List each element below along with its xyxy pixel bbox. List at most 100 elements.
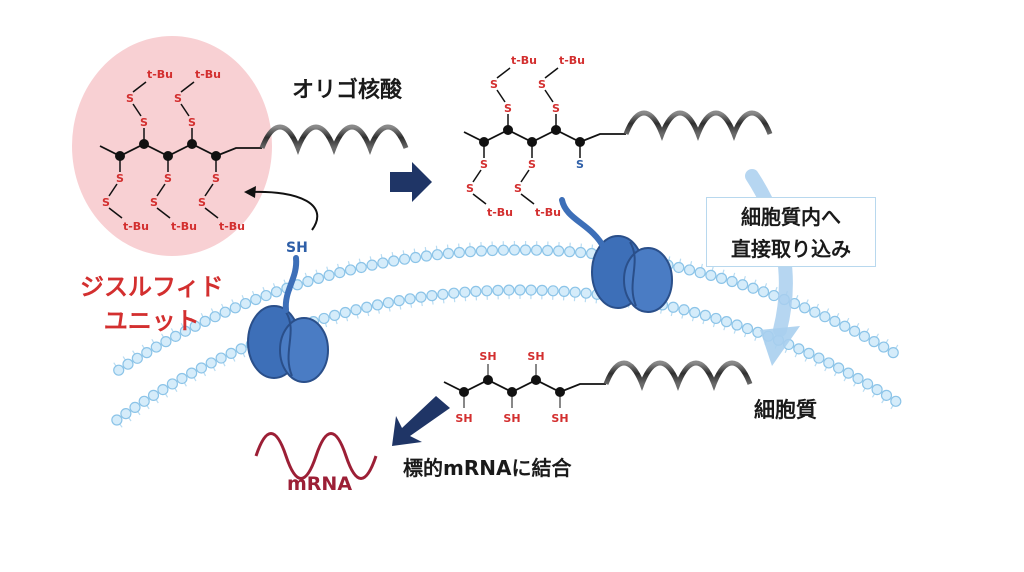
lipid-head bbox=[393, 295, 405, 307]
protein-groove bbox=[629, 241, 637, 307]
lipid-head bbox=[819, 311, 831, 323]
lipid-head bbox=[409, 251, 422, 264]
lipid-head bbox=[186, 367, 198, 379]
lipid-head bbox=[497, 244, 510, 256]
oligo-helix bbox=[603, 360, 753, 391]
bond bbox=[204, 183, 214, 197]
lipid-head bbox=[129, 401, 141, 414]
lipid-head bbox=[868, 336, 880, 348]
bond bbox=[108, 207, 123, 219]
lipid-head bbox=[382, 297, 394, 309]
sulfur-atom: S bbox=[490, 78, 498, 91]
membrane-protein-left bbox=[247, 305, 329, 383]
lipid-head bbox=[179, 325, 191, 337]
lipid-head bbox=[813, 352, 825, 364]
lipid-head bbox=[388, 255, 400, 267]
lipid-head bbox=[448, 287, 460, 299]
lipid-head bbox=[189, 320, 201, 332]
bond bbox=[496, 89, 506, 103]
step-arrow-down-left bbox=[392, 396, 450, 446]
lipid-head bbox=[209, 311, 221, 323]
lipid-head bbox=[547, 285, 559, 297]
sulfur-atom: S bbox=[212, 172, 220, 185]
sulfur-atom: S bbox=[576, 158, 584, 171]
protein-lobe bbox=[623, 247, 673, 313]
mrna-binding-label: 標的mRNAに結合 bbox=[403, 456, 572, 480]
lipid-head bbox=[426, 290, 438, 302]
lipid-head bbox=[235, 343, 247, 355]
lipid-head bbox=[849, 325, 861, 337]
lipid-head bbox=[111, 414, 123, 426]
sulfur-atom: S bbox=[188, 116, 196, 129]
lipid-head bbox=[239, 297, 252, 310]
lipid-head bbox=[726, 275, 738, 288]
disulfide-highlight bbox=[72, 36, 272, 256]
sulfur-atom: S bbox=[528, 158, 536, 171]
lipid-head bbox=[569, 286, 581, 298]
mrna-label: mRNA bbox=[287, 473, 353, 495]
sulfur-atom: S bbox=[164, 172, 172, 185]
oligo-helix bbox=[623, 110, 773, 141]
lipid-head bbox=[260, 289, 272, 302]
lipid-head bbox=[470, 285, 482, 298]
lipid-head bbox=[329, 309, 341, 321]
tbutyl-group: t-Bu bbox=[123, 220, 149, 233]
lipid-head bbox=[344, 264, 357, 276]
sulfur-atom: S bbox=[102, 196, 110, 209]
lipid-head bbox=[890, 395, 902, 407]
lipid-head bbox=[270, 286, 283, 298]
lipid-head bbox=[377, 257, 389, 269]
lipid-head bbox=[176, 372, 188, 385]
sulfur-atom: S bbox=[150, 196, 158, 209]
lipid-head bbox=[160, 336, 172, 348]
step-arrow-right bbox=[390, 162, 432, 202]
tbutyl-group: t-Bu bbox=[559, 54, 585, 67]
lipid-head bbox=[355, 261, 367, 274]
bond bbox=[520, 193, 535, 205]
oligonucleotide-label: オリゴ核酸 bbox=[292, 78, 403, 103]
lipid-head bbox=[858, 330, 870, 342]
lipid-head bbox=[720, 316, 733, 328]
lipid-head bbox=[871, 383, 883, 396]
lipid-head bbox=[219, 306, 231, 318]
lipid-head bbox=[464, 246, 476, 258]
sulfur-atom: S bbox=[140, 116, 148, 129]
lipid-head bbox=[147, 389, 160, 401]
lipid-head bbox=[525, 284, 537, 296]
lipid-head bbox=[803, 347, 815, 359]
sulfur-atom: S bbox=[126, 92, 134, 105]
lipid-head bbox=[842, 367, 854, 379]
lipid-head bbox=[673, 261, 685, 274]
lipid-head bbox=[312, 272, 325, 284]
tbutyl-group: t-Bu bbox=[147, 68, 173, 81]
lipid-head bbox=[683, 264, 696, 276]
uptake-arrow-head bbox=[760, 326, 800, 366]
sulfur-atom: S bbox=[538, 78, 546, 91]
cytoplasm-label: 細胞質 bbox=[754, 398, 817, 422]
lipid-head bbox=[199, 315, 211, 327]
lipid-head bbox=[250, 293, 262, 306]
lipid-head bbox=[195, 362, 207, 374]
mrna-strand bbox=[254, 432, 378, 480]
lipid-head bbox=[536, 284, 548, 296]
lipid-head bbox=[793, 343, 805, 355]
sulfur-atom: S bbox=[480, 158, 488, 171]
oligo-helix bbox=[259, 124, 409, 155]
lipid-head bbox=[809, 306, 821, 318]
sulfur-atom: S bbox=[116, 172, 124, 185]
thiol-label-left: SH bbox=[286, 240, 308, 256]
sulfur-atom: S bbox=[198, 196, 206, 209]
protein-groove bbox=[285, 311, 293, 377]
lipid-head bbox=[508, 244, 521, 256]
lipid-head bbox=[420, 250, 433, 262]
lipid-head bbox=[741, 322, 754, 335]
disulfide-unit-label: ジスルフィド ユニット bbox=[80, 270, 224, 338]
lipid-head bbox=[541, 244, 554, 257]
thiol-group: SH bbox=[503, 412, 520, 425]
bond bbox=[132, 103, 142, 117]
lipid-head bbox=[141, 347, 153, 359]
lipid-head bbox=[138, 395, 150, 407]
lipid-head bbox=[229, 302, 241, 314]
